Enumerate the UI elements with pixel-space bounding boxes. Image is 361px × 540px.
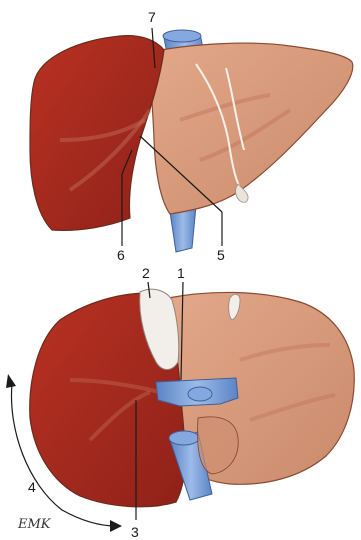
liver-anterior-view — [30, 28, 353, 252]
label-2: 2 — [142, 265, 150, 281]
label-7: 7 — [148, 9, 156, 25]
left-lobe-anterior — [150, 43, 353, 214]
right-lobe-anterior — [30, 36, 164, 231]
label-5: 5 — [217, 247, 225, 263]
label-4: 4 — [28, 479, 36, 495]
liver-visceral-view — [6, 282, 354, 532]
label-1: 1 — [177, 265, 185, 281]
portal-vein — [156, 378, 238, 406]
label-6: 6 — [117, 247, 125, 263]
label-3: 3 — [131, 524, 139, 540]
artist-signature: EMK — [17, 517, 52, 532]
